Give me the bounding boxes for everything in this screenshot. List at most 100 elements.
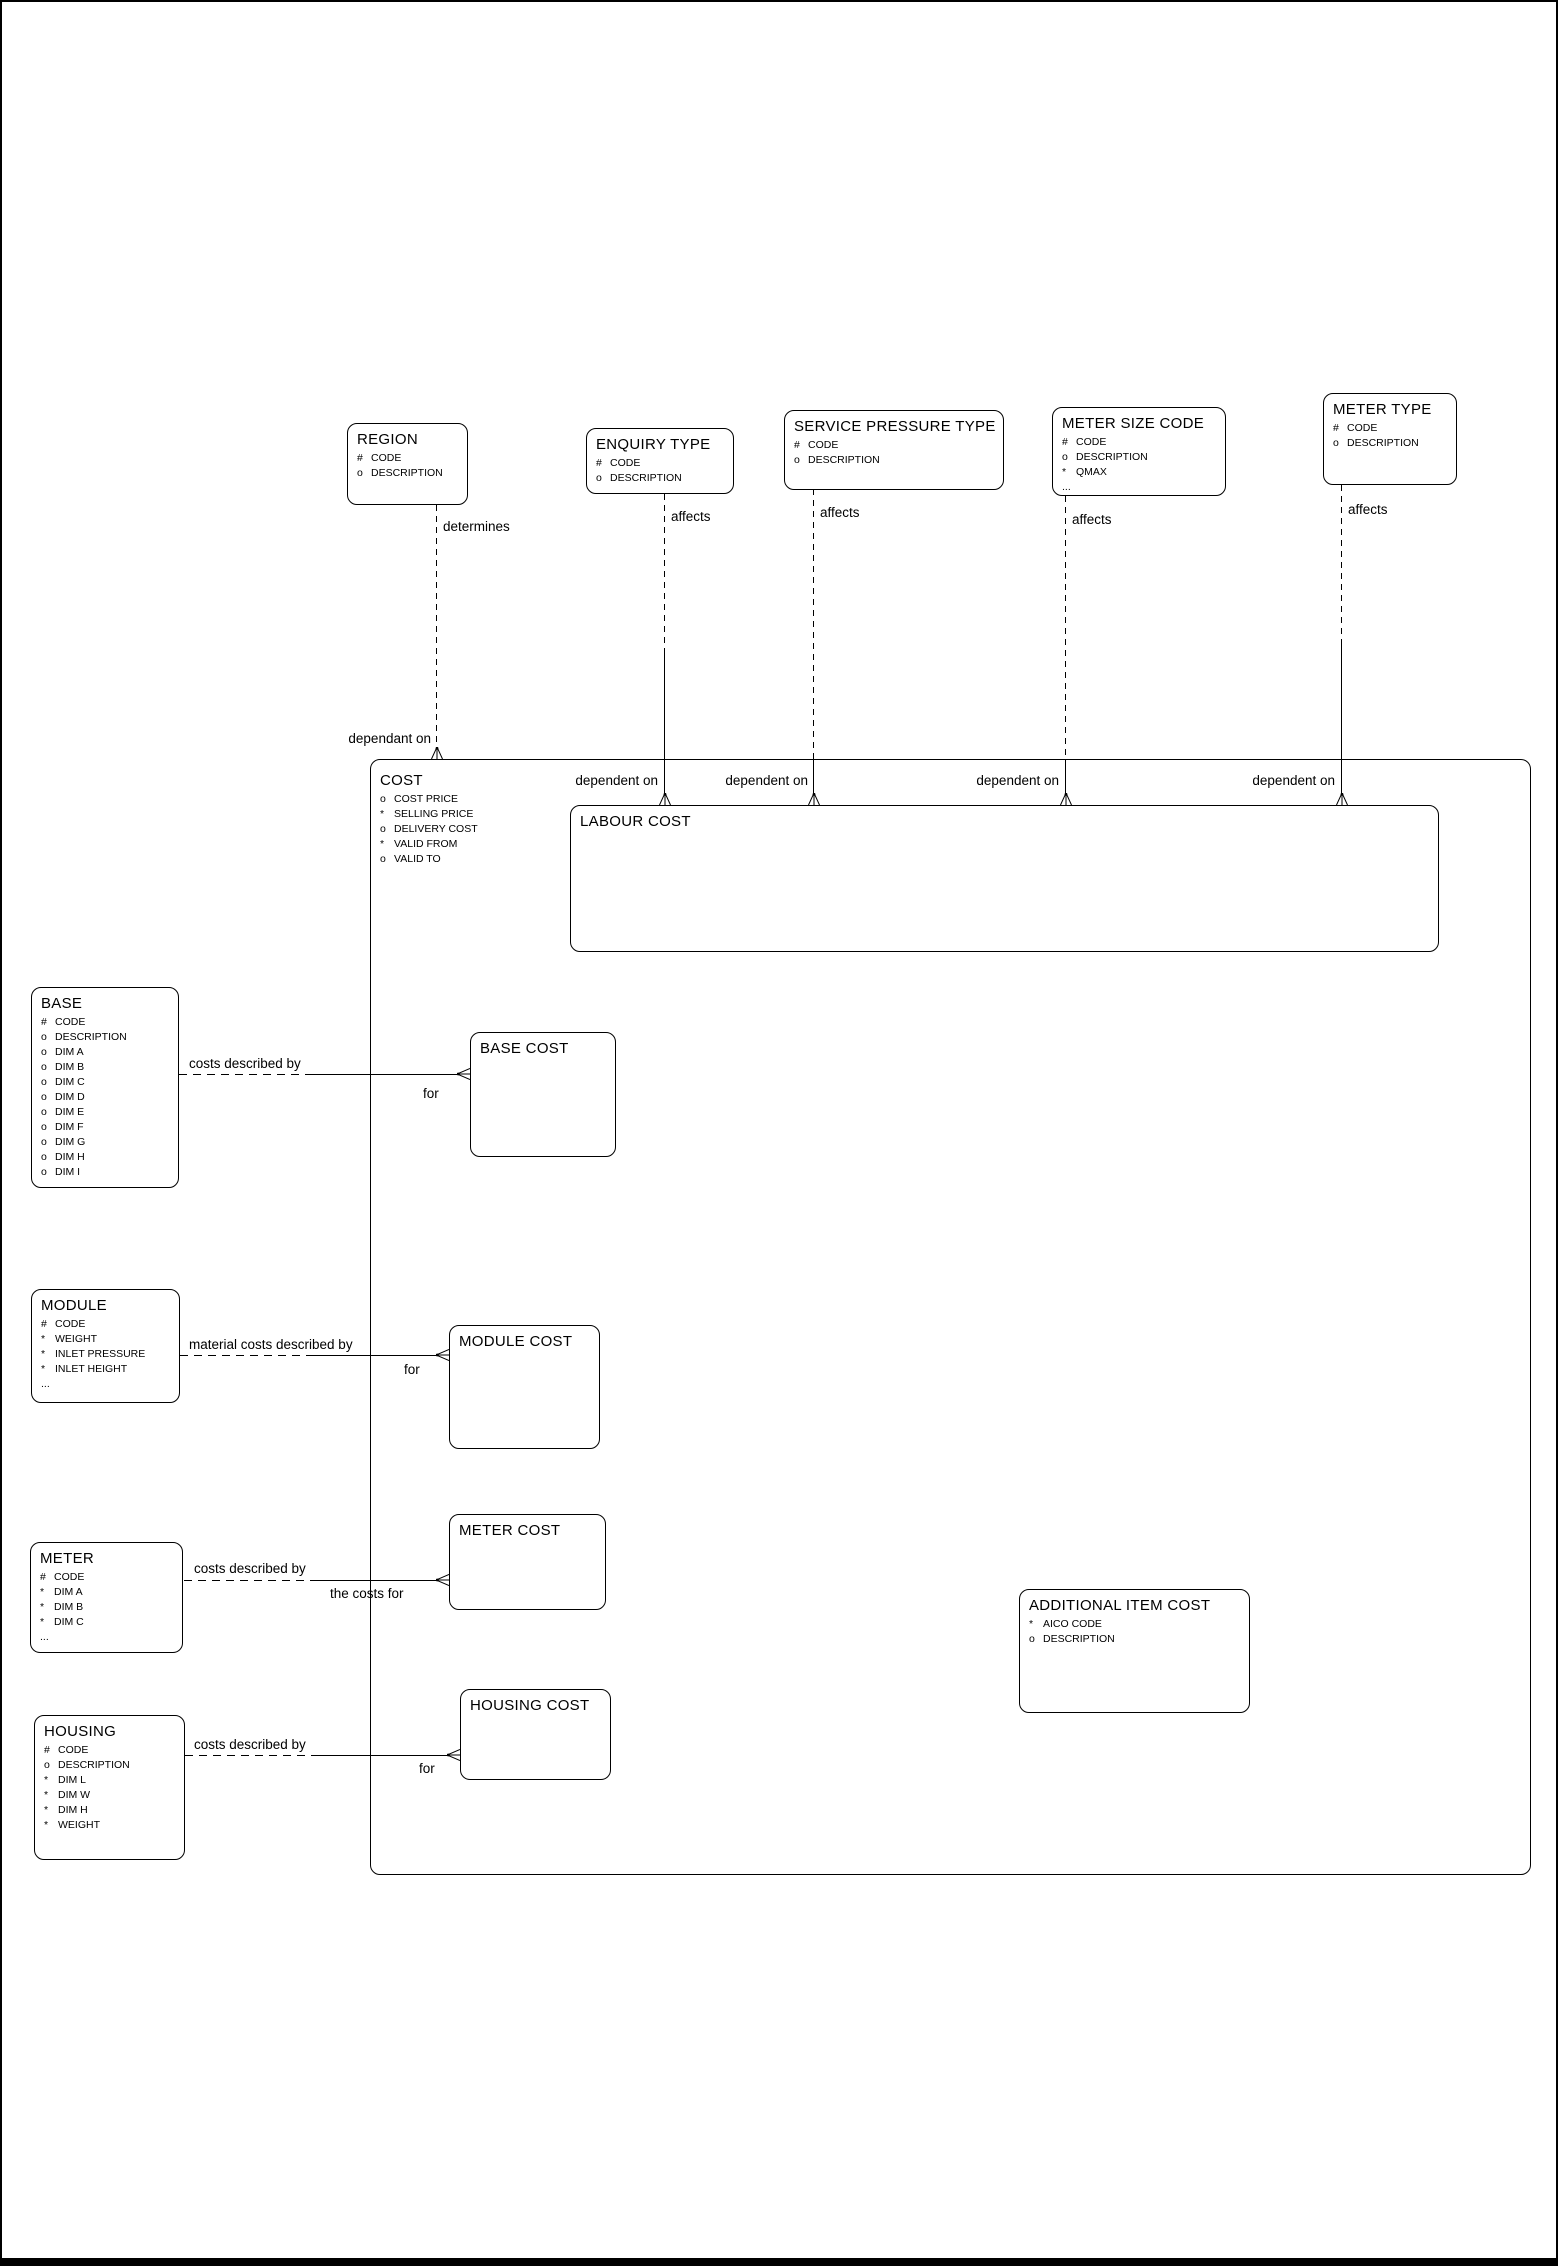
relationship-label: affects <box>820 505 860 520</box>
entity-base-cost[interactable]: BASE COST <box>470 1032 616 1157</box>
entity-attribute: ... <box>41 1378 50 1390</box>
relationship-label: costs described by <box>194 1561 306 1576</box>
relationship-line-enquiry-labour-dashed <box>664 494 665 652</box>
relationship-line-base-basecost-solid <box>309 1074 457 1075</box>
entity-title: METER SIZE CODE <box>1062 415 1205 432</box>
entity-module[interactable]: MODULE #CODE*WEIGHT*INLET PRESSURE*INLET… <box>31 1289 180 1403</box>
relationship-label: affects <box>671 509 711 524</box>
entity-meter[interactable]: METER #CODE*DIM A*DIM B*DIM C... <box>30 1542 183 1653</box>
entity-attribute: #CODE <box>1062 436 1107 448</box>
entity-title: COST <box>380 772 423 789</box>
entity-title: HOUSING <box>44 1723 117 1740</box>
entity-title: SERVICE PRESSURE TYPE <box>794 418 996 435</box>
entity-attrs: #CODE*DIM A*DIM B*DIM C... <box>40 1570 176 1645</box>
entity-attribute: *DIM H <box>44 1804 88 1816</box>
entity-title: ENQUIRY TYPE <box>596 436 711 453</box>
relationship-line-metersize-labour-solid <box>1065 760 1066 793</box>
relationship-label: affects <box>1348 502 1388 517</box>
entity-title: BASE COST <box>480 1040 569 1057</box>
entity-attribute: #CODE <box>44 1744 89 1756</box>
relationship-line-metersize-labour-dashed <box>1065 496 1066 760</box>
entity-attribute: *WEIGHT <box>41 1333 97 1345</box>
relationship-line-meter-metercost-dashed <box>184 1580 314 1581</box>
entity-title: MODULE <box>41 1297 107 1314</box>
entity-attribute: #CODE <box>357 452 402 464</box>
entity-title: ADDITIONAL ITEM COST <box>1029 1597 1211 1614</box>
entity-attribute: *DIM B <box>40 1601 84 1613</box>
entity-meter-cost[interactable]: METER COST <box>449 1514 606 1610</box>
crow-foot-icon <box>431 747 443 759</box>
entity-title: METER COST <box>459 1522 561 1539</box>
crow-foot-icon <box>436 1574 449 1586</box>
relationship-label: determines <box>443 519 510 534</box>
entity-title: REGION <box>357 431 418 448</box>
relationship-line-module-modulecost-dashed <box>180 1355 314 1356</box>
entity-attribute: #CODE <box>1333 422 1378 434</box>
entity-housing-cost[interactable]: HOUSING COST <box>460 1689 611 1780</box>
relationship-label: affects <box>1072 512 1112 527</box>
relationship-line-metertype-labour-solid <box>1341 642 1342 793</box>
relationship-label: dependent on <box>1252 773 1335 788</box>
entity-title: METER TYPE <box>1333 401 1432 418</box>
relationship-line-enquiry-labour-solid <box>664 652 665 793</box>
entity-attribute: #CODE <box>794 439 839 451</box>
relationship-line-meter-metercost-solid <box>314 1580 436 1581</box>
relationship-label: the costs for <box>330 1586 404 1601</box>
crow-foot-icon <box>447 1749 460 1761</box>
relationship-line-housing-housingcost-solid <box>314 1755 447 1756</box>
relationship-label: dependent on <box>575 773 658 788</box>
relationship-label: for <box>419 1761 435 1776</box>
entity-labour-cost[interactable]: LABOUR COST <box>570 805 1439 952</box>
entity-module-cost[interactable]: MODULE COST <box>449 1325 600 1449</box>
entity-attribute: *DIM C <box>40 1616 84 1628</box>
entity-attribute: *QMAX <box>1062 466 1107 478</box>
entity-attribute: *WEIGHT <box>44 1819 100 1831</box>
entity-attribute: *SELLING PRICE <box>380 808 474 820</box>
entity-attribute: #CODE <box>41 1318 86 1330</box>
relationship-line-housing-housingcost-dashed <box>185 1755 314 1756</box>
relationship-label: for <box>423 1086 439 1101</box>
entity-title: METER <box>40 1550 94 1567</box>
entity-attribute: #CODE <box>40 1571 85 1583</box>
crow-foot-icon <box>1336 793 1348 805</box>
relationship-line-module-modulecost-solid <box>314 1355 436 1356</box>
entity-title: HOUSING COST <box>470 1697 590 1714</box>
relationship-label: dependant on <box>348 731 431 746</box>
relationship-label: dependent on <box>976 773 1059 788</box>
entity-attribute: #CODE <box>41 1016 86 1028</box>
relationship-label: for <box>404 1362 420 1377</box>
